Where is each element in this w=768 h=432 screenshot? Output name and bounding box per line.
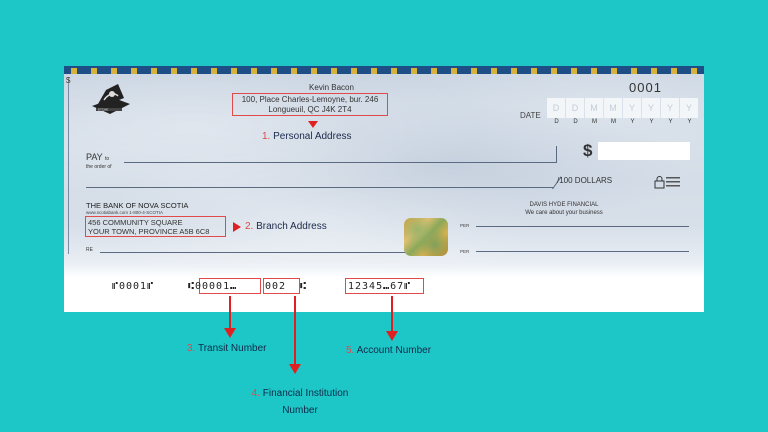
arrow-down-icon: [386, 331, 398, 341]
amount-in-words-line[interactable]: [86, 187, 554, 188]
date-label: DATE: [520, 111, 541, 120]
date-digit-box[interactable]: Y: [642, 98, 660, 118]
order-of-label: the order of: [86, 164, 112, 170]
institution-number-highlight: [263, 278, 300, 294]
amount-dollar-sign: $: [583, 141, 593, 160]
transit-number-highlight: [199, 278, 261, 294]
branch-address-highlight: 456 COMMUNITY SQUARE YOUR TOWN, PROVINCE…: [85, 216, 226, 237]
micr-account-number: 12345⑉67⑈: [348, 281, 412, 292]
branch-address-line1: 456 COMMUNITY SQUARE: [88, 218, 183, 227]
bank-name: THE BANK OF NOVA SCOTIA: [86, 201, 189, 210]
personal-address-line1: 100, Place Charles-Lemoyne, bur. 246: [241, 95, 379, 104]
callout-branch-address: 2. Branch Address: [245, 221, 327, 232]
svg-text:ETCHE: ETCHE: [98, 108, 108, 112]
memo-label: RE: [86, 247, 93, 253]
transit-pointer-line: [229, 296, 231, 329]
left-border-rule: [68, 84, 69, 254]
payee-line-end: [556, 146, 557, 163]
micr-institution-number: 002: [265, 281, 287, 292]
personal-address-highlight: 100, Place Charles-Lemoyne, bur. 246 Lon…: [232, 93, 388, 116]
account-holder-name: Kevin Bacon: [309, 83, 354, 92]
date-field[interactable]: D D M M Y Y Y Y: [547, 98, 699, 118]
micr-transit-number: ⑆00001⑉: [188, 281, 238, 292]
date-digit-box[interactable]: M: [585, 98, 603, 118]
bank-contact: www.scotiabank.com 1-800-4-SCOTIA: [86, 210, 164, 215]
arrow-down-icon: [224, 328, 236, 338]
date-format-labels: D D M M Y Y Y Y: [554, 119, 692, 125]
date-digit-box[interactable]: M: [604, 98, 622, 118]
micr-cheque-number: ⑈0001⑈: [112, 281, 155, 292]
payee-line[interactable]: [124, 162, 557, 163]
branch-address-line2: YOUR TOWN, PROVINCE A5B 6C8: [88, 227, 210, 236]
account-number-highlight: [345, 278, 424, 294]
signature-line[interactable]: [476, 226, 689, 227]
callout-institution-number: 4. Financial Institution Number: [251, 388, 349, 416]
company-tagline: We care about your business: [525, 210, 603, 216]
amount-field[interactable]: [598, 142, 690, 160]
personal-address-line2: Longueuil, QC J4K 2T4: [268, 105, 352, 114]
date-digit-box[interactable]: D: [566, 98, 584, 118]
arrow-down-icon: [308, 121, 318, 128]
company-name: DAVIS HYDE FINANCIAL: [529, 202, 599, 208]
currency-mark: $: [66, 76, 71, 85]
callout-personal-address: 1. Personal Address: [262, 131, 352, 142]
security-lock-icon: [654, 176, 680, 189]
date-digit-box[interactable]: D: [547, 98, 565, 118]
callout-transit-number: 3. Transit Number: [187, 343, 267, 354]
date-digit-box[interactable]: Y: [680, 98, 698, 118]
signature-label: PER: [460, 223, 470, 228]
memo-line[interactable]: [100, 252, 440, 253]
security-hologram: [404, 218, 448, 256]
cheque-top-band: [64, 66, 704, 74]
pay-label: PAY to: [86, 152, 110, 162]
date-digit-box[interactable]: Y: [661, 98, 679, 118]
cheque-number: 0001: [629, 80, 662, 95]
arrow-down-icon: [289, 364, 301, 374]
account-pointer-line: [391, 296, 393, 332]
date-digit-box[interactable]: Y: [623, 98, 641, 118]
micr-institution-end: ⑆: [300, 281, 307, 292]
cheque: $ ETCHE Kevin Bacon 100, Place Charles-L…: [64, 66, 704, 312]
institution-pointer-line: [294, 296, 296, 366]
signature-label: PER: [460, 249, 470, 254]
company-logo-icon: ETCHE: [92, 84, 130, 114]
signature-line[interactable]: [476, 251, 689, 252]
callout-account-number: 5. Account Number: [346, 345, 432, 356]
arrow-right-icon: [233, 222, 241, 232]
dollars-label: /100 DOLLARS: [557, 176, 613, 185]
